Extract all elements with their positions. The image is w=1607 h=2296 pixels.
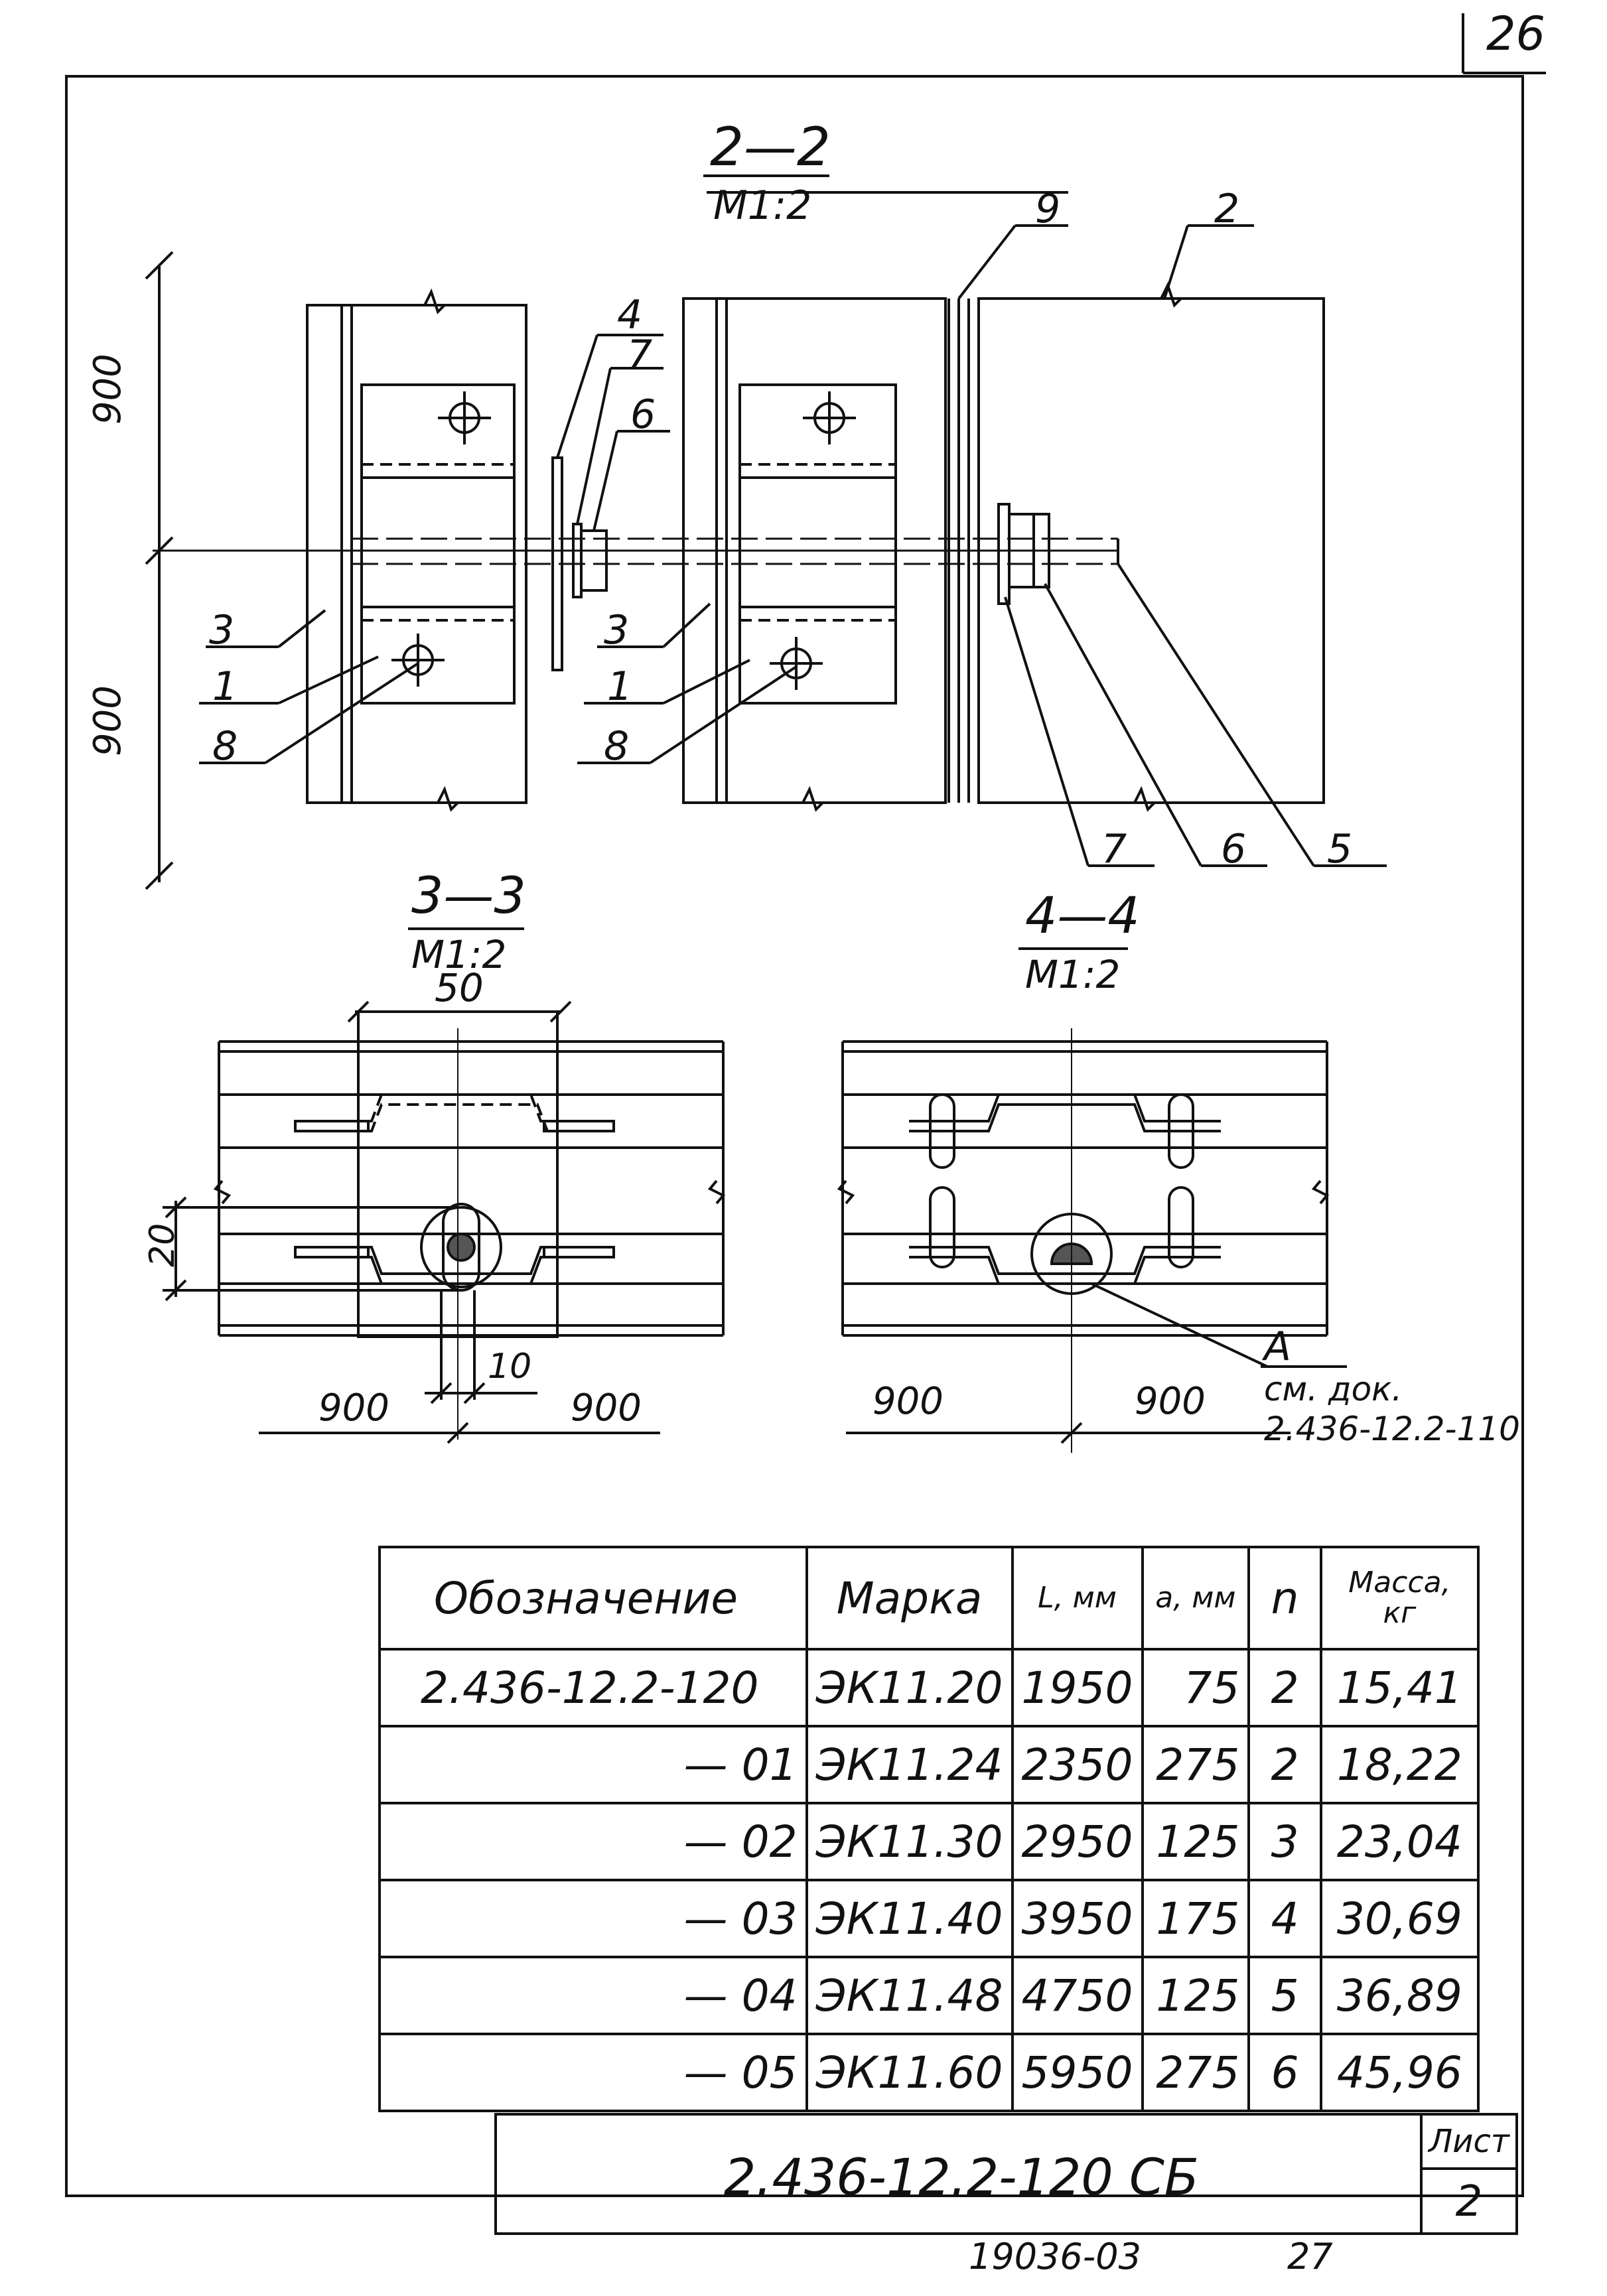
dim-50: 50: [435, 965, 484, 1010]
cell-L: 2350: [1011, 1725, 1144, 1804]
cell-mark: ЭК11.60: [805, 2033, 1014, 2112]
cell-a: 125: [1141, 1956, 1251, 2035]
cell-designation: 2.436-12.2-120: [378, 1648, 808, 1727]
cell-mark: ЭК11.48: [805, 1956, 1014, 2035]
callout-7-top: 7: [627, 332, 653, 378]
cell-designation: — 02: [378, 1802, 808, 1881]
callout-8-left: 8: [212, 723, 238, 770]
cell-a: 175: [1141, 1879, 1251, 1958]
cell-n: 6: [1247, 2033, 1322, 2112]
callout-4: 4: [617, 292, 643, 338]
sheet-label: Лист: [1423, 2116, 1515, 2170]
archive-code: 19036-03: [969, 2236, 1141, 2277]
callout-5-bottom: 5: [1327, 826, 1353, 872]
detail-ref-line1: см. док.: [1264, 1370, 1403, 1408]
section-3-scale: М1:2: [411, 932, 507, 977]
cell-L: 4750: [1011, 1956, 1144, 2035]
callout-1-center: 1: [607, 663, 633, 710]
cell-L: 3950: [1011, 1879, 1144, 1958]
section-4-title: 4—4: [1025, 886, 1140, 945]
cell-designation: — 04: [378, 1956, 808, 2035]
dim-10: 10: [488, 1347, 532, 1386]
header-a: а, мм: [1141, 1546, 1251, 1651]
cell-mark: ЭК11.40: [805, 1879, 1014, 1958]
cell-L: 2950: [1011, 1802, 1144, 1881]
dim-900-upper: 900: [86, 354, 129, 425]
callout-3-left: 3: [209, 607, 235, 653]
callout-8-center: 8: [604, 723, 630, 770]
cell-mass: 23,04: [1319, 1802, 1480, 1881]
cell-mass: 36,89: [1319, 1956, 1480, 2035]
cell-n: 2: [1247, 1648, 1322, 1727]
table-row: — 05 ЭК11.60 5950 275 6 45,96: [378, 2033, 1480, 2112]
cell-mass: 18,22: [1319, 1725, 1480, 1804]
header-mark: Марка: [805, 1546, 1014, 1651]
callout-1-left: 1: [212, 663, 238, 710]
cell-a: 275: [1141, 1725, 1251, 1804]
cell-n: 5: [1247, 1956, 1322, 2035]
cell-n: 2: [1247, 1725, 1322, 1804]
dim-900-4-right: 900: [1135, 1380, 1206, 1423]
section-3-title: 3—3: [411, 866, 526, 925]
cell-L: 1950: [1011, 1648, 1144, 1727]
cell-mark: ЭК11.20: [805, 1648, 1014, 1727]
dim-20: 20: [143, 1223, 182, 1267]
cell-a: 75: [1141, 1648, 1251, 1727]
cell-mass: 45,96: [1319, 2033, 1480, 2112]
callout-3-center: 3: [604, 607, 630, 653]
table-row: — 02 ЭК11.30 2950 125 3 23,04: [378, 1802, 1480, 1881]
cell-mark: ЭК11.30: [805, 1802, 1014, 1881]
callout-2: 2: [1214, 186, 1240, 232]
callout-6-bottom: 6: [1221, 826, 1247, 872]
dim-900-3-left: 900: [318, 1386, 389, 1430]
section-4-scale: М1:2: [1025, 952, 1121, 997]
cell-n: 4: [1247, 1879, 1322, 1958]
cell-L: 5950: [1011, 2033, 1144, 2112]
header-designation: Обозначение: [378, 1546, 808, 1651]
page-number: 26: [1486, 7, 1546, 61]
dim-900-lower: 900: [86, 685, 129, 756]
cell-a: 275: [1141, 2033, 1251, 2112]
cell-mark: ЭК11.24: [805, 1725, 1014, 1804]
header-mass: Масса, кг: [1319, 1546, 1480, 1651]
callout-6-top: 6: [630, 391, 656, 438]
section-2-title: 2—2: [710, 116, 831, 178]
header-n: n: [1247, 1546, 1322, 1651]
dim-900-3-right: 900: [571, 1386, 642, 1430]
dim-900-4-left: 900: [873, 1380, 943, 1423]
cell-designation: — 01: [378, 1725, 808, 1804]
section-2-scale: М1:2: [713, 182, 812, 229]
table-row: — 04 ЭК11.48 4750 125 5 36,89: [378, 1956, 1480, 2035]
callout-9: 9: [1035, 186, 1061, 232]
cell-designation: — 03: [378, 1879, 808, 1958]
document-code: 2.436-12.2-120 СБ: [723, 2147, 1200, 2206]
title-block: 2.436-12.2-120 СБ Лист 2: [494, 2113, 1518, 2235]
specification-table: Обозначение Марка L, мм а, мм n Масса, к…: [378, 1546, 1480, 2112]
cell-mass: 15,41: [1319, 1648, 1480, 1727]
detail-mark: А: [1264, 1323, 1292, 1370]
cell-mass: 30,69: [1319, 1879, 1480, 1958]
cell-a: 125: [1141, 1802, 1251, 1881]
cell-n: 3: [1247, 1802, 1322, 1881]
cell-designation: — 05: [378, 2033, 808, 2112]
footer-page: 27: [1287, 2236, 1333, 2277]
header-L: L, мм: [1011, 1546, 1144, 1651]
table-row: — 03 ЭК11.40 3950 175 4 30,69: [378, 1879, 1480, 1958]
sheet-number: 2: [1455, 2177, 1483, 2226]
table-row: 2.436-12.2-120 ЭК11.20 1950 75 2 15,41: [378, 1648, 1480, 1727]
sheet-box: Лист 2: [1420, 2116, 1515, 2232]
callout-7-bottom: 7: [1101, 826, 1127, 872]
detail-ref-line2: 2.436-12.2-110: [1264, 1410, 1520, 1448]
table-row: — 01 ЭК11.24 2350 275 2 18,22: [378, 1725, 1480, 1804]
